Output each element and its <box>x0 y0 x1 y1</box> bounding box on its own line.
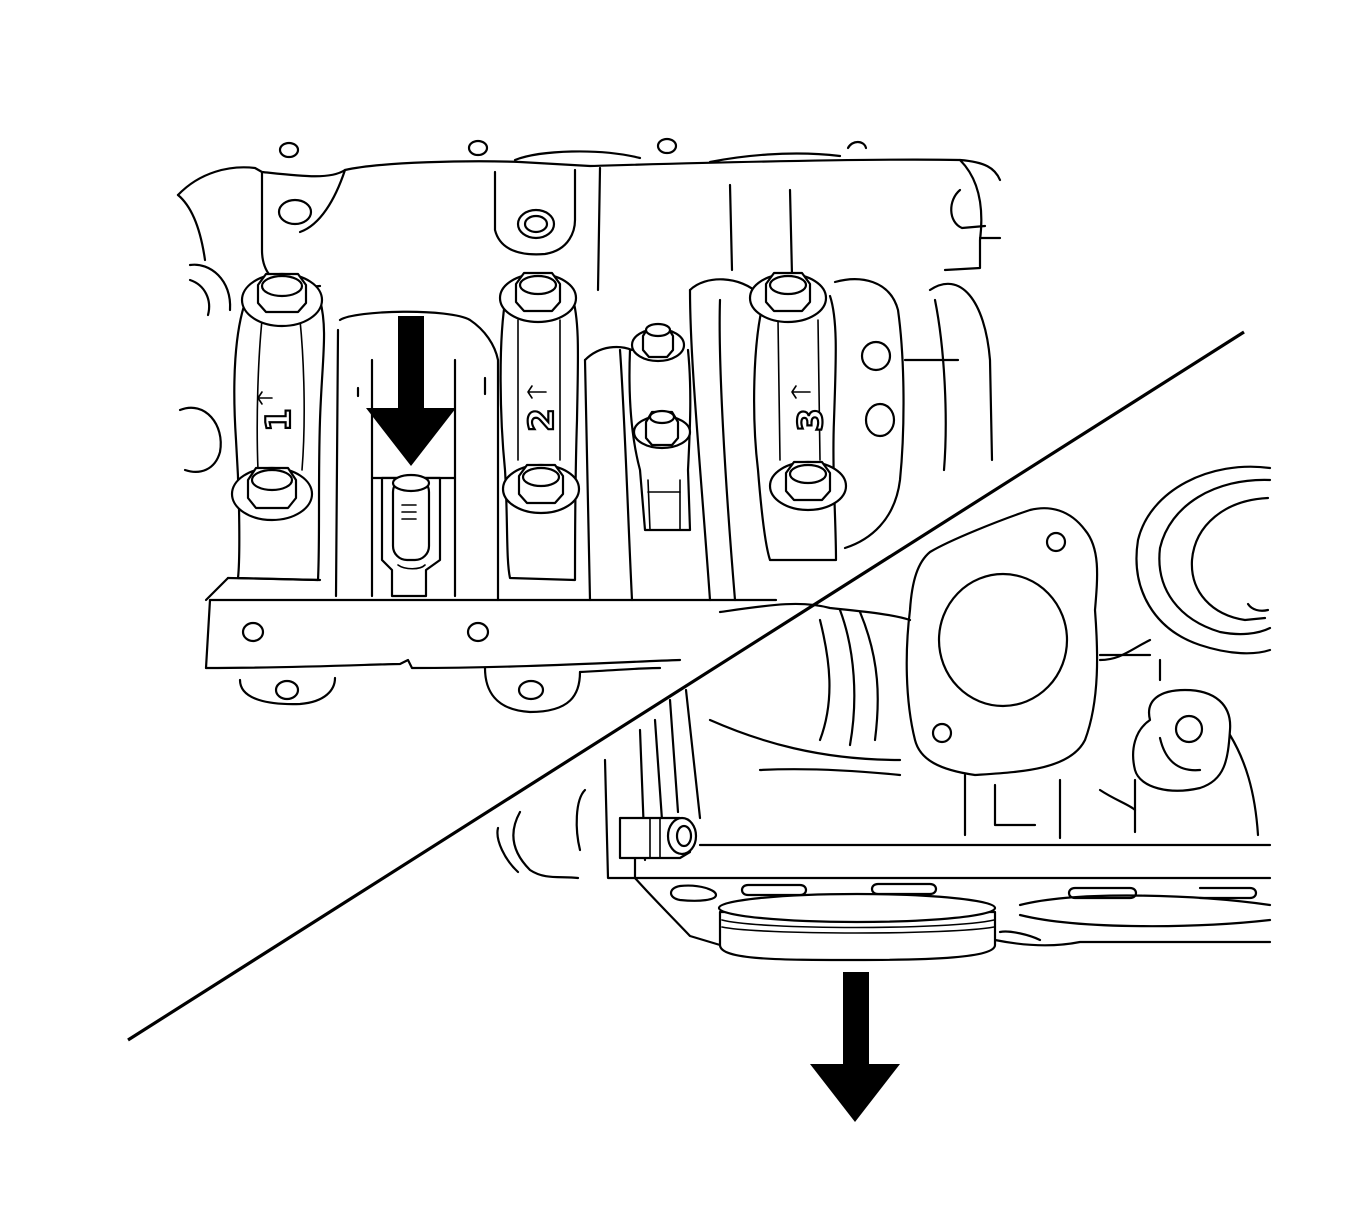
drain-plug <box>717 892 997 962</box>
bedplate-flange <box>204 598 778 670</box>
bolt <box>748 271 828 324</box>
cap-number-1: 1 <box>259 408 299 432</box>
bearing-cap-2 <box>499 294 580 582</box>
bolt <box>498 271 578 324</box>
pan-rail <box>633 843 1272 880</box>
bore-boss <box>1135 465 1272 655</box>
hole <box>466 621 490 643</box>
bolt <box>240 272 324 328</box>
rod-nut <box>630 322 686 363</box>
bolt <box>230 466 314 522</box>
upper-view-crankcase: 1 2 <box>176 137 1002 714</box>
plug-removal-arrow <box>810 972 900 1122</box>
cap-number-3: 3 <box>791 408 831 432</box>
bolt <box>768 460 848 512</box>
flange-plate <box>905 507 1099 777</box>
block-outline <box>176 158 1002 197</box>
cap-number-2: 2 <box>522 408 562 432</box>
tool-removal-arrow <box>366 316 456 466</box>
lower-view-block <box>496 465 1272 962</box>
hole <box>241 621 265 643</box>
connecting-rod <box>628 348 692 532</box>
bolt <box>501 463 581 515</box>
rod-nut <box>632 409 692 450</box>
hole <box>656 137 678 155</box>
hole <box>467 139 489 157</box>
bearing-cap-1 <box>233 298 326 582</box>
view-divider-line <box>127 330 1245 1042</box>
dowel-sleeve <box>618 816 698 860</box>
hole <box>278 141 300 159</box>
bearing-cap-3 <box>753 294 838 562</box>
alignment-pin <box>380 473 442 598</box>
